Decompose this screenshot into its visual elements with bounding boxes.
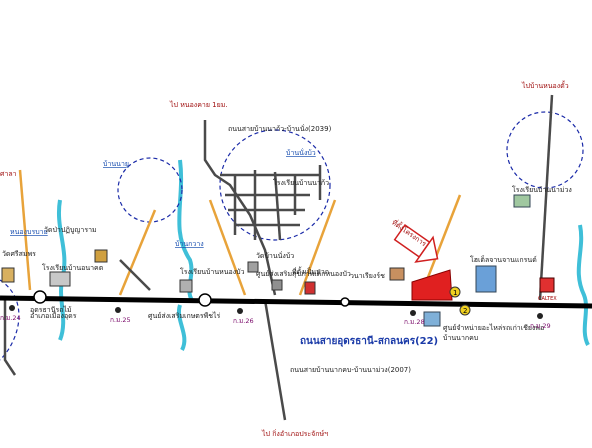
label-temple-2: วัดบ้านนั่งบ้ว <box>256 251 294 260</box>
km-28-post <box>410 310 416 316</box>
rivers <box>57 159 590 351</box>
road-left-loop <box>3 300 17 376</box>
label-road-2039: ถนนสายบ้านนาก้ว-บ้านนั่ง(2039) <box>228 124 332 133</box>
label-temple-1: วัดป่าปฏิบูญาราม <box>44 226 97 234</box>
hotel-icon <box>475 265 497 293</box>
label-bottom-center: ไป กิ่งอำเภอประจักษ์ฯ <box>261 429 328 438</box>
dirt-road-2 <box>208 199 247 296</box>
label-km-25: ก.ม.25 <box>110 316 131 324</box>
label-km-28: ก.ม.28 <box>404 318 425 326</box>
center-2-icon <box>179 279 193 293</box>
label-km-24: ก.ม.24 <box>0 314 21 322</box>
marker-1-circle <box>449 286 461 298</box>
label-village-3: บ้านกวาง <box>175 240 204 248</box>
km-24-post <box>9 305 15 311</box>
resort-icon <box>389 267 405 281</box>
river-center-south <box>176 304 187 351</box>
km-26-post <box>237 308 243 314</box>
dirt-road-4 <box>423 194 462 286</box>
river-right <box>576 224 590 346</box>
label-hotel: โฮเต็ลจานจานแกรนด์ <box>470 255 537 264</box>
grid-v3 <box>273 171 282 241</box>
label-center-1: ศูนย์ส่งเสริมสุขภาพเด็กหนองบัว <box>256 269 351 278</box>
road-2039 <box>203 120 277 296</box>
project-site: ที่ตั้งโครงการ <box>390 216 453 301</box>
marker-1-label: 1 <box>453 289 457 297</box>
road-north-right <box>538 94 554 301</box>
junctions <box>33 290 350 307</box>
label-caltex: CALTEX <box>538 296 557 302</box>
junction-right <box>340 297 350 307</box>
label-top-right: ไปบ้านหนองตั้ว <box>521 79 569 90</box>
label-center-3: ศูนย์จำหน่ายอะไหล่รถเก่าเชียงพ่อ <box>443 323 544 332</box>
label-school-4: โรงเรียนบ้านนาม่วง <box>512 185 572 194</box>
label-center-2: ศูนย์ส่งเสริมเกษตรพืชไร่ <box>148 311 220 320</box>
label-village-2: บ้านนั่งบ้ว <box>286 148 316 157</box>
km-29-post <box>537 313 543 319</box>
center-1-icon <box>271 279 283 291</box>
km-25-post <box>115 307 121 313</box>
label-village-1: บ้านนายู <box>103 160 129 168</box>
main-highway <box>0 295 592 309</box>
site-arrow <box>393 223 439 263</box>
district-icon <box>49 271 71 287</box>
label-school-3: โรงเรียนบ้านนาก้ว <box>273 178 329 187</box>
center-3-icon <box>423 311 441 327</box>
label-km-26: ก.ม.26 <box>233 317 254 325</box>
label-main-road: ถนนสายอุดรธานี-สกลนคร(22) <box>300 335 438 347</box>
markers: 1 2 <box>449 286 471 316</box>
junction-center <box>198 293 212 307</box>
site-parcel <box>411 269 453 301</box>
zone-circle-3 <box>506 111 584 189</box>
plant-icon <box>304 281 316 295</box>
label-resort: วนาเรียงร์ช <box>350 272 385 280</box>
caltex-icon <box>539 277 555 293</box>
label-district: อำเภอเมืองอุดร <box>30 312 77 320</box>
zone-circle-2 <box>219 129 331 241</box>
km-posts <box>9 305 543 319</box>
marker-2-label: 2 <box>463 307 467 315</box>
school-2-icon <box>247 261 259 273</box>
label-left-top: ศาลา <box>0 170 17 178</box>
label-km-29: ก.ม.29 <box>530 322 551 330</box>
label-top-center: ไป หนองคาย 1ยม. <box>169 100 228 109</box>
road-left-branch <box>119 259 151 291</box>
dirt-roads <box>18 169 462 296</box>
police-icon <box>1 267 15 283</box>
label-road-2007: ถนนสายบ้านนากคบ-บ้านนาม่วง(2007) <box>290 366 411 374</box>
label-police: อุดรธานีรถไม้ <box>30 305 72 314</box>
dirt-road-5 <box>18 169 32 291</box>
label-plant: ที่ตั้งเป็นมาก <box>292 265 329 276</box>
temple-3-icon <box>94 249 108 263</box>
dirt-road-1 <box>118 209 157 296</box>
school-4-icon <box>513 194 531 208</box>
label-school-1: โรงเรียนบ้านอนาคต <box>42 263 104 272</box>
label-village-4: หนองบรบาย <box>10 228 48 236</box>
building-icons <box>1 194 555 327</box>
junction-left <box>33 290 47 304</box>
label-village-5: บ้านนากคบ <box>443 334 478 342</box>
dirt-road-3 <box>298 199 337 296</box>
label-temple-3: วัดศรีสมพร <box>2 250 36 258</box>
marker-2-circle <box>459 304 471 316</box>
label-school-2: โรงเรียนบ้านหนองบัว <box>180 267 245 276</box>
town-grid <box>3 94 554 421</box>
zone-arc-left <box>0 279 20 361</box>
road-2007 <box>263 299 287 421</box>
